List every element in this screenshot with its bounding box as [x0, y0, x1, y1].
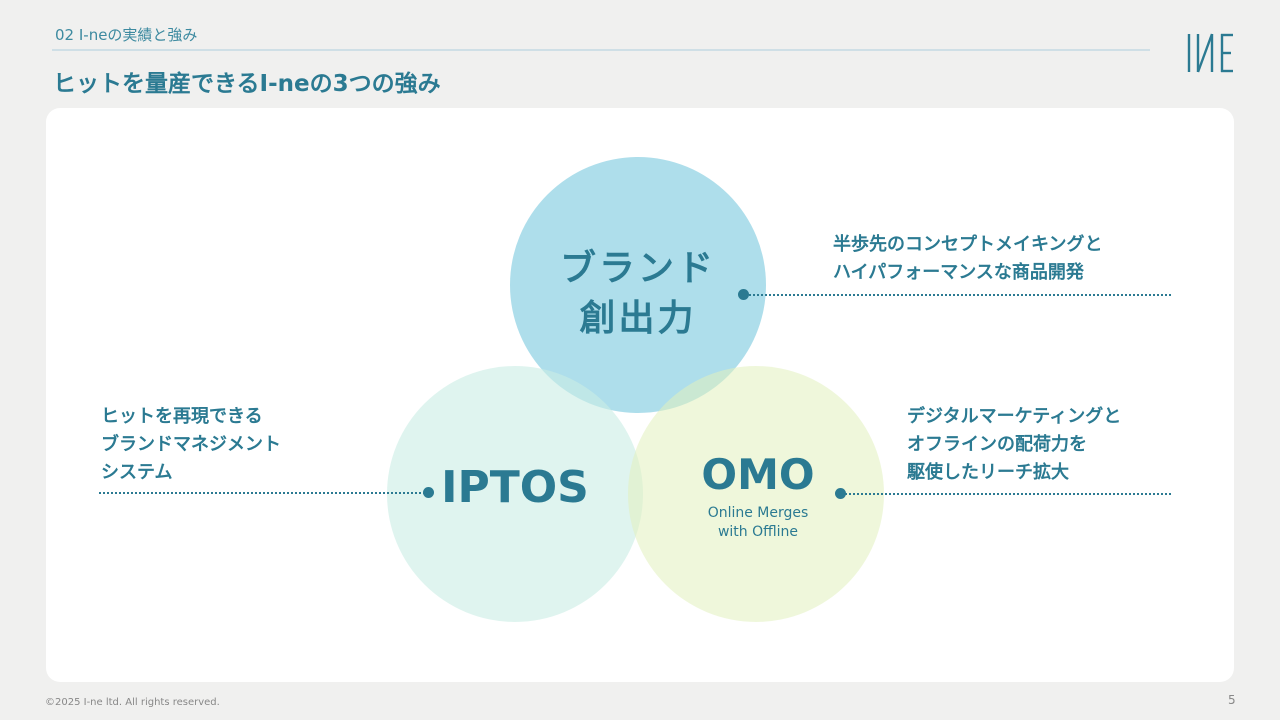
omo-subtitle-line: Online Merges	[707, 505, 809, 521]
omo-subtitle-line: with Offline	[717, 524, 799, 540]
page-title: ヒットを量産できるI-neの3つの強み	[53, 71, 441, 97]
brand-label-line: 創出力	[579, 298, 697, 339]
description-line: システム	[101, 462, 173, 483]
brand-description: 半歩先のコンセプトメイキングと ハイパフォーマンスな商品開発	[833, 231, 1102, 287]
ine-logo	[1187, 33, 1233, 73]
description-line: ブランドマネジメント	[101, 434, 281, 455]
omo-description: デジタルマーケティングと オフラインの配荷力を 駆使したリーチ拡大	[907, 403, 1121, 487]
copyright: ©2025 I-ne ltd. All rights reserved.	[45, 697, 220, 708]
description-line: オフラインの配荷力を	[907, 434, 1087, 455]
description-line: デジタルマーケティングと	[907, 406, 1122, 427]
iptos-description: ヒットを再現できる ブランドマネジメント システム	[101, 403, 281, 487]
description-line: 駆使したリーチ拡大	[907, 462, 1069, 483]
iptos-connector-line	[99, 492, 429, 494]
iptos-connector-dot	[423, 487, 434, 498]
page-number: 5	[1228, 693, 1236, 707]
brand-connector-dot	[738, 289, 749, 300]
description-line: ヒットを再現できる	[101, 406, 263, 427]
brand-label-line: ブランド	[559, 248, 716, 289]
omo-circle-label: OMO	[701, 450, 815, 499]
brand-circle-label: ブランド 創出力	[540, 244, 736, 344]
iptos-circle-label: IPTOS	[441, 462, 589, 513]
section-label: 02 I-neの実績と強み	[55, 26, 198, 44]
omo-subtitle: Online Merges with Offline	[680, 504, 836, 542]
description-line: ハイパフォーマンスな商品開発	[833, 262, 1084, 283]
omo-connector-line	[841, 493, 1171, 495]
omo-connector-dot	[835, 488, 846, 499]
description-line: 半歩先のコンセプトメイキングと	[833, 234, 1103, 255]
brand-connector-line	[744, 294, 1171, 296]
header-divider	[52, 49, 1150, 51]
